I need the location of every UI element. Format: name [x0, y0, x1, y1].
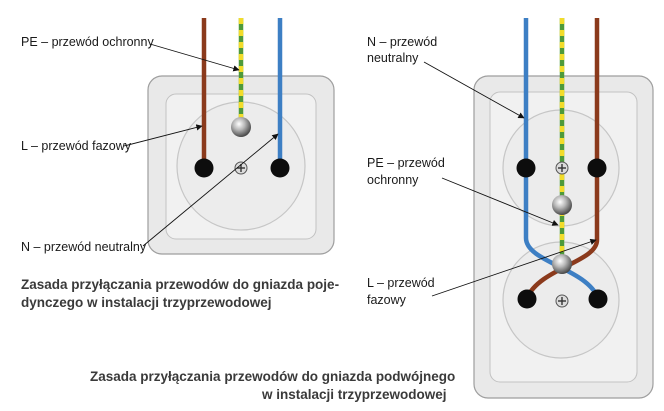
double-upper-neutral-terminal	[516, 158, 536, 178]
double-lower-neutral-terminal	[588, 289, 608, 309]
single-socket: PE – przewód ochronny L – przewód fazowy…	[21, 18, 339, 310]
double-l-leader	[431, 238, 597, 297]
single-earth-pin	[231, 117, 251, 137]
double-n-label-line2: neutralny	[367, 51, 419, 65]
double-pe-label-line2: ochronny	[367, 173, 419, 187]
double-lower-phase-terminal	[517, 289, 537, 309]
single-screw-icon	[234, 161, 248, 175]
double-pe-label-line1: PE – przewód	[367, 156, 445, 170]
double-caption-line1: Zasada przyłączania przewodów do gniazda…	[90, 369, 455, 384]
single-l-label: L – przewód fazowy	[21, 139, 132, 153]
double-upper-screw-icon	[555, 161, 569, 175]
single-caption-line2: dynczego w instalacji trzyprzewodowej	[21, 295, 272, 310]
single-neutral-terminal	[270, 158, 290, 178]
single-n-leader	[142, 133, 279, 247]
double-caption-line2: w instalacji trzyprzewodowej	[261, 387, 447, 402]
double-socket: N – przewód neutralny PE – przewód ochro…	[90, 18, 654, 402]
single-pe-leader	[149, 43, 240, 72]
double-lower-screw-icon	[555, 294, 569, 308]
double-l-label-line1: L – przewód	[367, 276, 435, 290]
double-lower-earth-pin	[552, 254, 572, 274]
single-l-leader	[123, 124, 203, 147]
double-l-label-line2: fazowy	[367, 293, 407, 307]
single-pe-label: PE – przewód ochronny	[21, 35, 154, 49]
single-phase-terminal	[194, 158, 214, 178]
double-upper-phase-terminal	[587, 158, 607, 178]
double-pe-leader	[441, 177, 559, 226]
single-n-label: N – przewód neutralny	[21, 240, 147, 254]
double-upper-earth-pin	[552, 195, 572, 215]
double-n-leader	[423, 61, 525, 119]
single-caption-line1: Zasada przyłączania przewodów do gniazda…	[21, 277, 339, 292]
double-n-label-line1: N – przewód	[367, 35, 437, 49]
